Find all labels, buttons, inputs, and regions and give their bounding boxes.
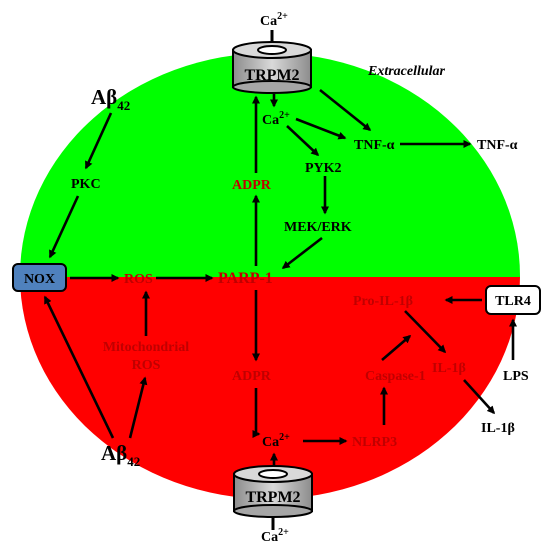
tnf-alpha-outer: TNF-α [477, 138, 518, 153]
trpm2-top-label: TRPM2 [244, 67, 299, 84]
mito-ros-line1: Mitochondrial [103, 340, 189, 355]
arrow-il1b-out [463, 379, 496, 415]
arrow-pkc-to-nox [48, 195, 80, 259]
pro-il1b-label: Pro-IL-1β [353, 294, 413, 309]
arrow-mek-to-parp [281, 236, 323, 270]
ca-top-label: Ca2+ [260, 11, 288, 29]
tlr4-box: TLR4 [485, 285, 541, 315]
ca-inner-bottom-label: Ca2+ [262, 432, 290, 450]
arrow-caspase-to-proil [381, 335, 412, 361]
adpr-bottom-label: ADPR [232, 369, 272, 384]
nlrp3-label: NLRP3 [352, 435, 397, 450]
tnf-alpha-inner: TNF-α [354, 138, 395, 153]
arrows [43, 88, 517, 466]
nox-label: NOX [24, 272, 55, 287]
trpm2-bottom-label: TRPM2 [245, 489, 300, 506]
parp1-label: PARP-1 [218, 270, 273, 287]
lps-label: LPS [503, 369, 529, 384]
mek-erk-label: MEK/ERK [284, 220, 352, 235]
pkc-label: PKC [71, 177, 101, 192]
arrow-trpm2-to-tnf [319, 88, 372, 132]
trpm2-channel-top: TRPM2 [232, 41, 312, 94]
tlr4-label: TLR4 [495, 294, 531, 309]
arrow-proil-to-il1b [404, 310, 447, 354]
abeta42-top-label: Aβ42 [91, 85, 130, 113]
extracellular-label: Extracellular [367, 64, 446, 79]
adpr-top-label: ADPR [232, 178, 272, 193]
arrow-abeta-to-pkc [84, 112, 113, 170]
extracellular-region [20, 53, 520, 277]
trpm2-channel-bottom: TRPM2 [233, 465, 313, 518]
il1b-outer-label: IL-1β [481, 421, 515, 436]
pyk2-label: PYK2 [305, 161, 342, 176]
mito-ros-line2: ROS [132, 358, 161, 373]
arrow-ca-to-tnf [295, 117, 347, 140]
ca-bottom-label: Ca2+ [261, 527, 289, 545]
abeta42-bottom-label: Aβ42 [101, 441, 140, 469]
arrow-ca-to-pyk2 [286, 125, 320, 157]
il1b-inner-label: IL-1β [432, 361, 466, 376]
ca-inner-top-label: Ca2+ [262, 110, 290, 128]
nox-box: NOX [12, 263, 67, 292]
arrow-abeta-to-mito [128, 376, 148, 439]
arrow-adpr-to-ca [252, 388, 261, 438]
arrow-abeta-to-nox [43, 295, 115, 439]
ros-label: ROS [124, 272, 153, 287]
caspase1-label: Caspase-1 [365, 369, 426, 384]
